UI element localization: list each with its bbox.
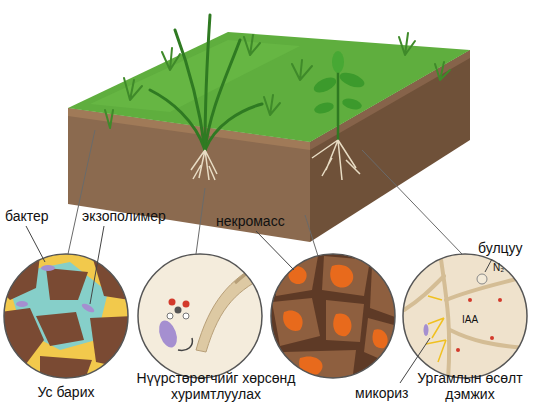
callout-label: бактер bbox=[5, 208, 49, 224]
caption: Ус барих bbox=[11, 384, 121, 400]
chemical-label: N₂ bbox=[493, 262, 504, 274]
caption: Нүүрстөрөгчийг хөрсөнд хуримтлуулах bbox=[126, 370, 306, 402]
callout-label: микориз bbox=[355, 385, 409, 401]
chemical-label: IAA bbox=[462, 314, 478, 326]
callout-label: экзополимер bbox=[82, 208, 166, 224]
caption: Ургамлын өсөлт дэмжих bbox=[414, 370, 526, 402]
callout-label: некромасс bbox=[216, 213, 285, 229]
callout-label: булцуу bbox=[478, 240, 523, 256]
